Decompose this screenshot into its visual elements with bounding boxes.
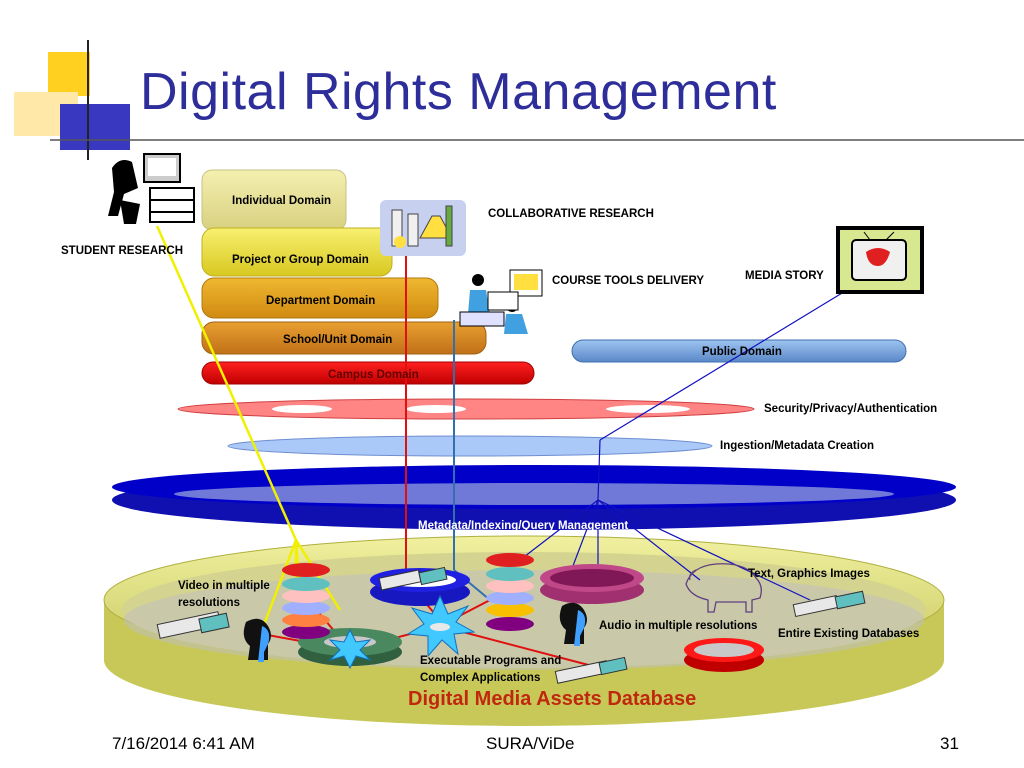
school-domain-label: School/Unit Domain bbox=[283, 334, 393, 346]
starburst-left bbox=[328, 628, 372, 670]
footer-center: SURA/ViDe bbox=[486, 734, 575, 753]
collaborative-clipart bbox=[380, 200, 466, 256]
video-disk-stack bbox=[282, 563, 330, 639]
student-clipart bbox=[108, 153, 196, 226]
drm-diagram bbox=[103, 153, 956, 726]
database-title: Digital Media Assets Database bbox=[408, 688, 697, 710]
slide-title: Digital Rights Management bbox=[140, 63, 777, 121]
ingestion-layer-label: Ingestion/Metadata Creation bbox=[720, 440, 874, 452]
metadata-band bbox=[112, 465, 956, 530]
footer-date: 7/16/2014 6:41 AM bbox=[112, 734, 255, 753]
bison-clipart bbox=[685, 563, 762, 613]
databases-label: Entire Existing Databases bbox=[778, 628, 920, 640]
program-disk-stack bbox=[486, 553, 534, 631]
media-story-label: MEDIA STORY bbox=[745, 270, 824, 282]
metadata-layer-label: Metadata/Indexing/Query Management bbox=[418, 520, 629, 532]
collaborative-research-label: COLLABORATIVE RESEARCH bbox=[488, 208, 654, 220]
head-icons bbox=[243, 602, 587, 662]
campus-domain-label: Campus Domain bbox=[328, 369, 419, 381]
page-number: 31 bbox=[940, 734, 959, 753]
video-label-line2: resolutions bbox=[178, 597, 240, 609]
text-graphics-label: Text, Graphics Images bbox=[748, 568, 870, 580]
public-domain-label: Public Domain bbox=[702, 346, 782, 358]
executable-label-line2: Complex Applications bbox=[420, 672, 541, 684]
individual-domain-label: Individual Domain bbox=[232, 195, 332, 207]
ingestion-band bbox=[227, 435, 713, 457]
tv-clipart bbox=[836, 226, 924, 294]
course-clipart bbox=[459, 269, 543, 334]
executable-label-line1: Executable Programs and bbox=[420, 655, 562, 667]
video-label-line1: Video in multiple bbox=[178, 580, 270, 592]
security-layer-label: Security/Privacy/Authentication bbox=[764, 403, 938, 415]
decorative-corner bbox=[14, 40, 1024, 160]
department-domain-label: Department Domain bbox=[266, 295, 376, 307]
student-research-label: STUDENT RESEARCH bbox=[61, 245, 184, 257]
course-tools-label: COURSE TOOLS DELIVERY bbox=[552, 275, 705, 287]
public-domain-bar bbox=[571, 339, 907, 363]
audio-label: Audio in multiple resolutions bbox=[599, 620, 758, 632]
tape-icons bbox=[156, 566, 866, 684]
project-domain-label: Project or Group Domain bbox=[232, 254, 369, 266]
domain-stack bbox=[201, 169, 535, 385]
